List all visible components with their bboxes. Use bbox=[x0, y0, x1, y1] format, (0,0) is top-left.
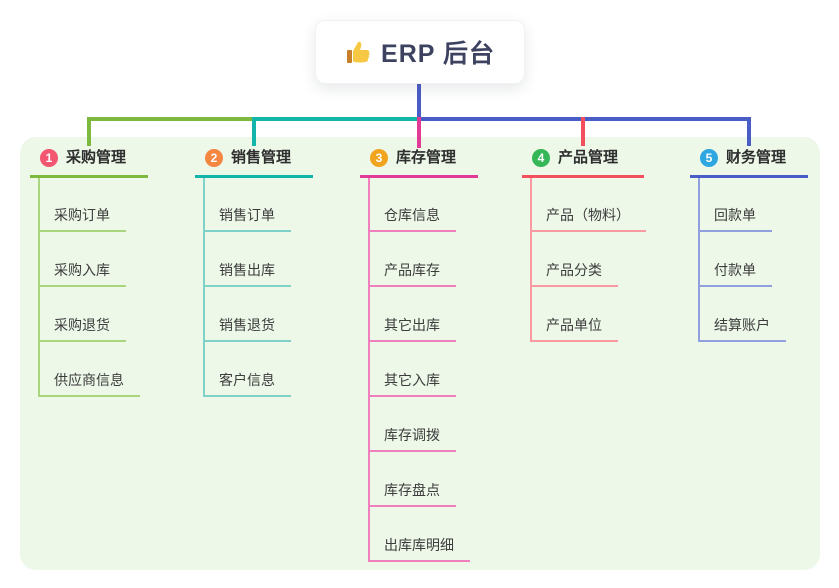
child-node[interactable]: 出库库明细 bbox=[368, 536, 470, 562]
child-label: 出库库明细 bbox=[384, 537, 454, 553]
child-node[interactable]: 产品分类 bbox=[530, 261, 618, 287]
branch-rail bbox=[530, 178, 532, 342]
drop-branch-4 bbox=[581, 117, 585, 146]
child-label: 库存调拨 bbox=[384, 427, 440, 443]
child-label: 付款单 bbox=[714, 262, 756, 278]
child-node[interactable]: 销售出库 bbox=[203, 261, 291, 287]
child-node[interactable]: 回款单 bbox=[698, 206, 772, 232]
branch-node-sales[interactable]: 2 销售管理 bbox=[195, 146, 313, 178]
child-node[interactable]: 其它入库 bbox=[368, 371, 456, 397]
branch-label: 销售管理 bbox=[231, 149, 292, 166]
child-label: 采购退货 bbox=[54, 317, 110, 333]
child-node[interactable]: 销售退货 bbox=[203, 316, 291, 342]
branch-label: 产品管理 bbox=[558, 149, 619, 166]
child-label: 产品（物料） bbox=[546, 207, 630, 223]
child-node[interactable]: 付款单 bbox=[698, 261, 772, 287]
child-node[interactable]: 库存调拨 bbox=[368, 426, 456, 452]
child-label: 结算账户 bbox=[714, 317, 770, 333]
root-label: ERP 后台 bbox=[381, 40, 495, 68]
child-label: 销售退货 bbox=[219, 317, 275, 333]
drop-branch-1 bbox=[87, 117, 91, 146]
child-label: 其它入库 bbox=[384, 372, 440, 388]
child-node[interactable]: 采购入库 bbox=[38, 261, 126, 287]
drop-branch-3 bbox=[417, 117, 421, 148]
child-label: 采购订单 bbox=[54, 207, 110, 223]
bus-segment-teal bbox=[252, 117, 419, 121]
branch-node-purchase[interactable]: 1 采购管理 bbox=[30, 146, 148, 178]
child-label: 库存盘点 bbox=[384, 482, 440, 498]
child-node[interactable]: 产品单位 bbox=[530, 316, 618, 342]
branch-number-badge: 1 bbox=[40, 149, 58, 167]
branch-label: 财务管理 bbox=[726, 149, 787, 166]
branch-rail bbox=[698, 178, 700, 342]
child-node[interactable]: 库存盘点 bbox=[368, 481, 456, 507]
branch-label: 采购管理 bbox=[66, 149, 127, 166]
child-node[interactable]: 供应商信息 bbox=[38, 371, 140, 397]
child-label: 其它出库 bbox=[384, 317, 440, 333]
child-node[interactable]: 采购订单 bbox=[38, 206, 126, 232]
branch-rail bbox=[203, 178, 205, 397]
branch-number-badge: 3 bbox=[370, 149, 388, 167]
child-label: 仓库信息 bbox=[384, 207, 440, 223]
branch-number-badge: 4 bbox=[532, 149, 550, 167]
child-node[interactable]: 销售订单 bbox=[203, 206, 291, 232]
root-connector bbox=[417, 84, 421, 121]
branch-rail bbox=[368, 178, 370, 562]
branch-number-badge: 2 bbox=[205, 149, 223, 167]
bus-segment-green bbox=[87, 117, 254, 121]
child-label: 产品单位 bbox=[546, 317, 602, 333]
child-node[interactable]: 产品库存 bbox=[368, 261, 456, 287]
branches-panel bbox=[20, 137, 820, 570]
child-label: 产品库存 bbox=[384, 262, 440, 278]
root-node[interactable]: ERP 后台 bbox=[315, 20, 525, 84]
branch-label: 库存管理 bbox=[396, 149, 457, 166]
child-label: 采购入库 bbox=[54, 262, 110, 278]
child-label: 产品分类 bbox=[546, 262, 602, 278]
child-label: 销售订单 bbox=[219, 207, 275, 223]
branch-node-inventory[interactable]: 3 库存管理 bbox=[360, 146, 478, 178]
child-label: 销售出库 bbox=[219, 262, 275, 278]
branch-rail bbox=[38, 178, 40, 397]
child-node[interactable]: 仓库信息 bbox=[368, 206, 456, 232]
drop-branch-2 bbox=[252, 117, 256, 146]
branch-node-finance[interactable]: 5 财务管理 bbox=[690, 146, 808, 178]
child-label: 回款单 bbox=[714, 207, 756, 223]
child-node[interactable]: 产品（物料） bbox=[530, 206, 646, 232]
child-node[interactable]: 其它出库 bbox=[368, 316, 456, 342]
drop-branch-5 bbox=[747, 117, 751, 146]
child-node[interactable]: 客户信息 bbox=[203, 371, 291, 397]
child-node[interactable]: 采购退货 bbox=[38, 316, 126, 342]
child-label: 供应商信息 bbox=[54, 372, 124, 388]
branch-number-badge: 5 bbox=[700, 149, 718, 167]
thumbs-up-icon bbox=[345, 39, 371, 65]
child-label: 客户信息 bbox=[219, 372, 275, 388]
branch-node-product[interactable]: 4 产品管理 bbox=[522, 146, 644, 178]
child-node[interactable]: 结算账户 bbox=[698, 316, 786, 342]
